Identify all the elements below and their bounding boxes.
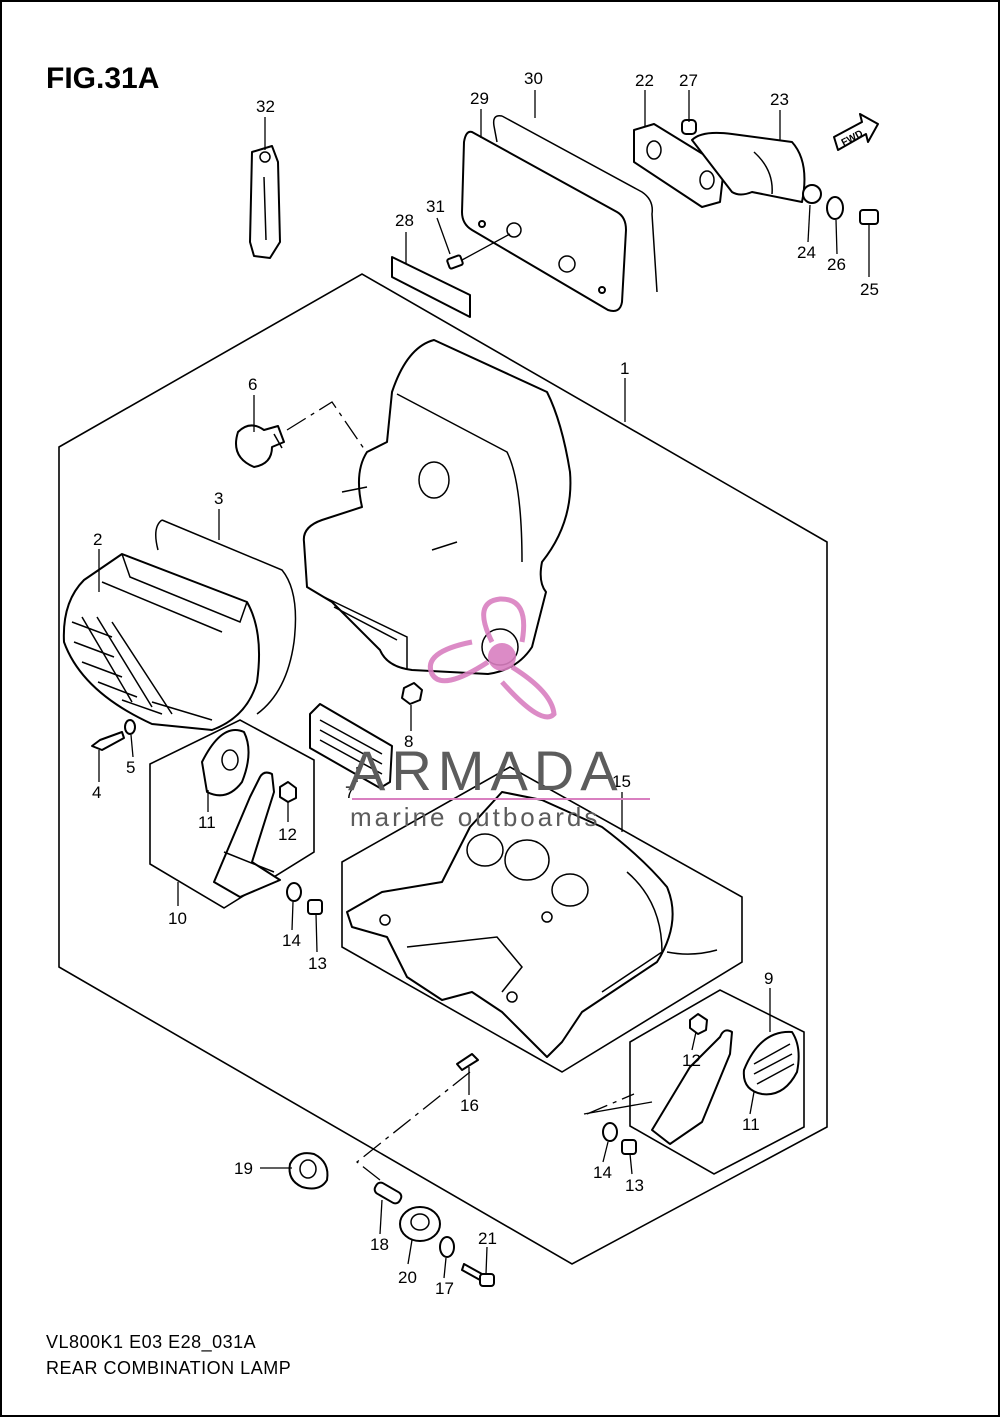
watermark-brand: ARMADA xyxy=(348,739,624,802)
part-4-screw xyxy=(91,731,125,751)
callout-2: 2 xyxy=(93,530,102,549)
callout-23: 23 xyxy=(770,90,789,109)
callout-24: 24 xyxy=(797,243,816,262)
callout-18: 18 xyxy=(370,1235,389,1254)
part-13-bolt-left xyxy=(307,899,323,915)
part-3-gasket xyxy=(155,519,297,715)
part-2-lens xyxy=(62,553,261,731)
callout-19: 19 xyxy=(234,1159,253,1178)
callout-25: 25 xyxy=(860,280,879,299)
callout-17: 17 xyxy=(435,1279,454,1298)
callout-28: 28 xyxy=(395,211,414,230)
callout-21: 21 xyxy=(478,1229,497,1248)
callout-8: 8 xyxy=(404,732,413,751)
callout-26: 26 xyxy=(827,255,846,274)
callout-29: 29 xyxy=(470,89,489,108)
part-11-lens-right xyxy=(742,1030,800,1096)
watermark-tagline: marine outboards xyxy=(350,802,600,832)
part-12-nut-right xyxy=(689,1013,708,1035)
callout-14-right: 14 xyxy=(593,1163,612,1182)
part-10-bracket xyxy=(213,771,281,898)
part-20-cushion xyxy=(399,1206,441,1242)
propeller-logo-icon xyxy=(428,596,557,720)
callout-31: 31 xyxy=(426,197,445,216)
callout-4: 4 xyxy=(92,783,101,802)
subframe-base-plate xyxy=(341,766,743,1073)
subframe-bracket-right xyxy=(629,989,805,1175)
part-5-washer xyxy=(124,719,136,735)
part-21-bolt xyxy=(461,1263,495,1287)
part-27-grommet xyxy=(681,119,697,135)
callout-11-left: 11 xyxy=(198,813,216,832)
callout-13-right: 13 xyxy=(625,1176,644,1195)
callout-14-left: 14 xyxy=(282,931,301,950)
callout-7: 7 xyxy=(345,783,354,802)
part-12-nut-left xyxy=(279,781,297,803)
part-30-gasket xyxy=(492,114,658,293)
part-19-grommet xyxy=(288,1152,329,1190)
assembly-frame-main xyxy=(58,273,828,1265)
callout-12-right: 12 xyxy=(682,1051,701,1070)
part-13-bolt-right xyxy=(621,1139,637,1155)
centerline-lower xyxy=(355,1071,471,1181)
part-16-screw xyxy=(456,1053,479,1071)
callout-10: 10 xyxy=(168,909,187,928)
callout-15: 15 xyxy=(612,772,631,791)
part-23-license-lamp xyxy=(691,131,806,203)
centerline-bracket-right xyxy=(586,1093,635,1115)
part-15-base-plate xyxy=(346,791,718,1058)
callout-11-right: 11 xyxy=(742,1115,760,1134)
callout-3: 3 xyxy=(214,489,223,508)
part-31-screw xyxy=(446,233,511,270)
subframe-bracket-left xyxy=(149,719,315,909)
part-22-socket-frame xyxy=(633,123,725,208)
part-9-bracket xyxy=(651,1029,733,1145)
part-11-lens-left xyxy=(201,729,250,797)
part-28-strip xyxy=(391,256,471,318)
part-29-plate-holder xyxy=(461,130,627,312)
callout-32: 32 xyxy=(256,97,275,116)
part-25-bolt xyxy=(859,209,879,225)
callout-20: 20 xyxy=(398,1268,417,1287)
fwd-arrow-icon: FWD xyxy=(833,113,879,151)
callout-6: 6 xyxy=(248,375,257,394)
callout-27: 27 xyxy=(679,71,698,90)
part-6-bulb xyxy=(235,424,285,468)
callout-12-left: 12 xyxy=(278,825,297,844)
callout-13-left: 13 xyxy=(308,954,327,973)
part-1-lamp-housing xyxy=(302,339,572,675)
part-26-washer xyxy=(826,196,844,220)
callout-16: 16 xyxy=(460,1096,479,1115)
callout-22: 22 xyxy=(635,71,654,90)
part-14-washer-right xyxy=(602,1122,618,1142)
part-17-washer xyxy=(439,1236,455,1258)
callout-30: 30 xyxy=(524,69,543,88)
callout-1: 1 xyxy=(620,359,629,378)
figure-title: FIG.31A xyxy=(46,62,160,95)
part-7-reflector xyxy=(309,703,393,789)
callout-5: 5 xyxy=(126,758,135,777)
part-14-washer-left xyxy=(286,882,302,902)
watermark: ARMADA marine outboards xyxy=(348,596,650,832)
assembly-name: REAR COMBINATION LAMP xyxy=(46,1358,292,1378)
part-32-bracket-strip xyxy=(249,145,281,259)
part-18-collar xyxy=(373,1181,403,1205)
part-24-nut xyxy=(802,184,822,204)
callout-9: 9 xyxy=(764,969,773,988)
model-code: VL800K1 E03 E28_031A xyxy=(46,1332,257,1352)
part-8-nut xyxy=(401,682,423,705)
callout-labels: 32 30 29 22 27 23 31 28 24 26 25 1 6 3 2… xyxy=(92,69,879,1298)
